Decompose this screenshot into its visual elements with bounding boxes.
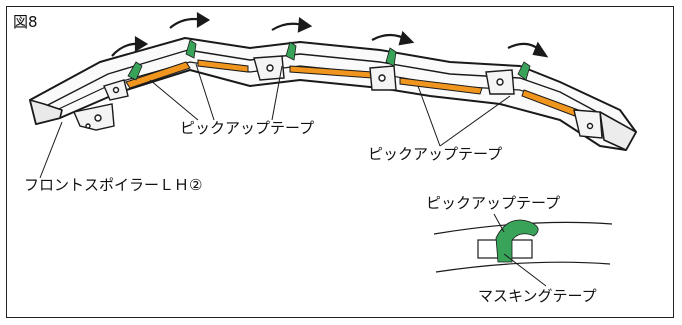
figure-label: 図8 bbox=[13, 13, 38, 31]
pickup-tab bbox=[385, 47, 397, 67]
bracket bbox=[103, 79, 129, 101]
pull-arrow bbox=[111, 36, 149, 57]
bracket bbox=[485, 69, 515, 95]
callout-part-name: フロントスポイラーＬＨ② bbox=[24, 176, 203, 194]
callout-pickup-tape-2: ピックアップテープ bbox=[368, 145, 503, 163]
pull-arrow bbox=[507, 41, 549, 58]
callout-pickup-tape-3: ピックアップテープ bbox=[426, 194, 561, 212]
bracket bbox=[369, 65, 397, 91]
bracket bbox=[253, 55, 285, 81]
tape-strip bbox=[125, 61, 191, 89]
leader-lines bbox=[39, 63, 511, 179]
callout-masking-tape: マスキングテープ bbox=[478, 287, 597, 305]
pull-arrow bbox=[271, 17, 313, 33]
bracket bbox=[73, 103, 115, 131]
spoiler-ledge bbox=[41, 49, 613, 121]
callout-pickup-tape-1: ピックアップテープ bbox=[180, 119, 315, 137]
tape-strip bbox=[197, 59, 249, 73]
pickup-tab bbox=[517, 61, 531, 81]
pickup-tabs bbox=[127, 39, 531, 81]
pull-arrow bbox=[169, 12, 211, 29]
bracket bbox=[573, 109, 603, 139]
spoiler-end-right bbox=[599, 111, 637, 151]
brackets bbox=[73, 55, 603, 139]
detail-inset bbox=[433, 213, 613, 287]
panel-edge-bottom bbox=[435, 261, 611, 273]
pickup-tab bbox=[127, 61, 143, 81]
tape-strip bbox=[399, 77, 483, 95]
pickup-tab bbox=[285, 41, 297, 61]
pickup-tape-curl bbox=[495, 219, 539, 263]
spoiler-end-left bbox=[29, 99, 63, 125]
tape-strips bbox=[125, 59, 585, 119]
pull-arrow bbox=[371, 30, 415, 46]
pull-arrows bbox=[111, 12, 549, 58]
pickup-tab bbox=[185, 39, 197, 59]
